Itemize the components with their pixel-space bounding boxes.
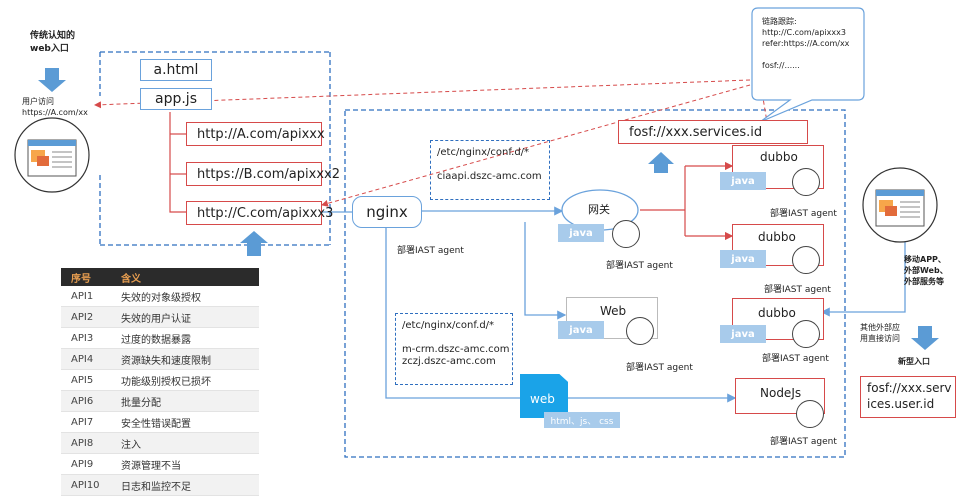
dubbo-1-agent-label: 部署IAST agent [770,209,837,219]
table-cell: API3 [61,327,111,349]
left-web-icon [15,118,89,192]
dubbo-3-agent-icon [792,320,820,348]
nodejs-label: NodeJs [760,386,802,400]
table-cell: 注入 [111,432,259,454]
mobile-access-label: 移动APP、 外部Web、 外部服务等 [904,255,948,286]
table-header-row: 序号 含义 [61,268,259,286]
table-cell: 资源管理不当 [111,453,259,475]
table-cell: 资源缺失和速度限制 [111,348,259,370]
table-cell: API2 [61,306,111,328]
arrow-up-icon [648,152,674,174]
table-cell: 失效的用户认证 [111,306,259,328]
fosf-top-box: fosf://xxx.services.id [618,120,808,144]
static-web-sub-label: html、js、 css [544,412,620,428]
file-app-js: app.js [140,88,212,110]
right-web-icon [863,168,937,242]
dubbo-2-label: dubbo [758,230,796,244]
web-agent-label: 部署IAST agent [626,363,693,373]
table-cell: 失效的对象级授权 [111,286,259,307]
nginx-conf-top: /etc/nginx/conf.d/* ciaapi.dszc-amc.com [430,140,550,200]
file-a-html: a.html [140,59,212,81]
nodejs-agent-label: 部署IAST agent [770,437,837,447]
table-cell: 日志和监控不足 [111,474,259,496]
arrow-down-icon [911,326,939,350]
table-header-cell: 序号 [61,268,111,286]
table-cell: API6 [61,390,111,412]
nginx-conf-bottom: /etc/nginx/conf.d/* m-crm.dszc-amc.com z… [395,313,513,385]
arrow-up-icon [240,231,268,257]
trace-callout-line: fosf://...... [762,61,800,70]
dubbo-1-agent-icon [792,168,820,196]
static-web-label: web [530,392,555,406]
gateway-java-badge: java [558,224,604,242]
table-cell: API10 [61,474,111,496]
trace-callout-line: refer:https://A.com/xx [762,39,850,48]
gateway-label: 网关 [588,203,610,216]
dubbo-3-label: dubbo [758,306,796,320]
table-cell: 过度的数据暴露 [111,327,259,349]
user-access-label: 用户访问 https://A.com/xx [22,97,88,117]
table-cell: API9 [61,453,111,475]
nodejs-agent-icon [796,400,824,428]
api-c-box: http://C.com/apixxx3 [186,201,333,225]
dubbo-2-agent-icon [792,246,820,274]
api-a-box: http://A.com/apixxx [186,122,325,146]
table-cell: 安全性错误配置 [111,411,259,433]
static-web-box [520,374,568,418]
table-cell: API1 [61,286,111,307]
table-cell: API5 [61,369,111,391]
table-cell: 功能级别授权已损坏 [111,369,259,391]
trace-callout: 链路跟踪: http://C.com/apixxx3 refer:https:/… [762,16,849,71]
nginx-box: nginx [352,196,422,228]
new-entry-label: 新型入口 [898,357,930,366]
dubbo-1-label: dubbo [760,150,798,164]
dubbo-3-agent-label: 部署IAST agent [762,354,829,364]
gateway-agent-label: 部署IAST agent [606,261,673,271]
dubbo-2-java-badge: java [720,250,766,268]
trace-callout-title: 链路跟踪: [762,17,797,26]
api-b-box: https://B.com/apixxx2 [186,162,340,186]
table-header-cell: 含义 [111,268,259,286]
traditional-entry-label: 传统认知的 web入口 [30,31,76,54]
nginx-agent-label: 部署IAST agent [397,246,464,256]
dubbo-1-java-badge: java [720,172,766,190]
external-direct-label: 其他外部应 用直接访问 [860,323,900,343]
dubbo-2-agent-label: 部署IAST agent [764,285,831,295]
fosf-bottom-box: fosf://xxx.serv ices.user.id [860,376,956,418]
web-java-badge: java [558,321,604,339]
web-service-label: Web [600,304,627,318]
dubbo-3-java-badge: java [720,325,766,343]
table-cell: API8 [61,432,111,454]
trace-callout-line: http://C.com/apixxx3 [762,28,846,37]
gateway-agent-icon [612,220,640,248]
table-cell: API4 [61,348,111,370]
table-cell: 批量分配 [111,390,259,412]
table-cell: API7 [61,411,111,433]
web-agent-icon [626,317,654,345]
